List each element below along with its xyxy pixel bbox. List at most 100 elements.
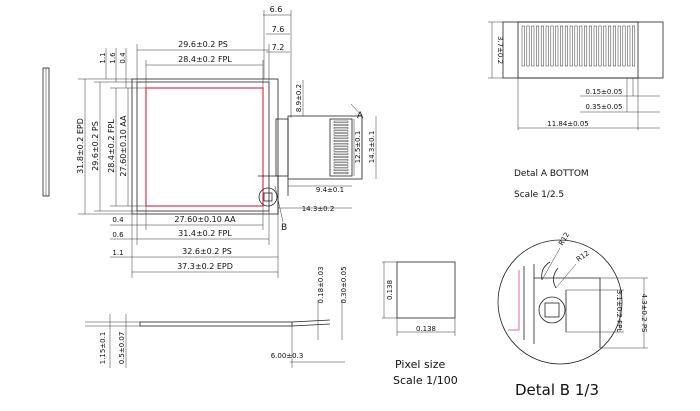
fpc-contacts	[333, 120, 349, 175]
fpc-hole-outer	[258, 187, 278, 207]
detail-a-contact	[588, 25, 592, 67]
detail-a-contact	[555, 25, 559, 67]
detail-a-contact	[574, 25, 578, 67]
detail-b-title: Detal B 1/3	[515, 381, 599, 399]
detail-b-hole-inner	[544, 302, 560, 318]
dim-detail-a-11-84: 11.84±0.05	[547, 120, 589, 128]
dim-left-1-6: 1.6	[109, 52, 117, 64]
fpc-contact	[333, 127, 349, 130]
dim-left-1-1: 1.1	[99, 52, 107, 63]
front-dimensions	[78, 10, 377, 278]
dim-pixel-width: 0.138	[416, 325, 436, 333]
fpc-contacts-frame	[329, 118, 353, 177]
detail-b-circle	[497, 239, 623, 365]
dim-bot-0-6: 0.6	[112, 231, 124, 239]
detail-a-contact	[617, 25, 621, 67]
dimension-text: 6.6 7.6 7.2 29.6±0.2 PS 28.4±0.2 FPL 1.1…	[76, 5, 648, 364]
dim-fpc-12-5: 12.5±0.1	[354, 131, 362, 164]
dim-pixel-height: 0.138	[386, 280, 394, 300]
dim-aa-height: 27.60±0.10 AA	[119, 115, 128, 177]
caption-text: A B Detal A BOTTOM Scale 1/2.5 Pixel siz…	[281, 111, 599, 399]
pixel-size-title: Pixel size	[395, 358, 446, 371]
detail-a-contact	[593, 25, 597, 67]
epd-outline	[131, 78, 279, 215]
fpc-contact	[333, 130, 349, 133]
detail-a-contact	[622, 25, 626, 67]
dim-fpc-6-0: 6.00±0.3	[271, 352, 304, 360]
section-a-marker	[350, 103, 363, 117]
dim-bot-1-1: 1.1	[112, 249, 123, 257]
dim-epd-width: 37.3±0.2 EPD	[177, 262, 233, 271]
dim-left-0-4: 0.4	[119, 52, 127, 64]
marker-a: A	[357, 111, 364, 121]
detail-a-contact	[560, 25, 564, 67]
dim-bot-0-4: 0.4	[112, 216, 124, 224]
fpc-contact	[333, 162, 349, 165]
dim-detail-a-height: 3.7±0.2	[496, 36, 504, 64]
thickness-view	[85, 300, 345, 368]
panel-thickness	[139, 321, 293, 327]
dim-7-2: 7.2	[272, 43, 285, 52]
marker-b: B	[281, 223, 287, 233]
fpc-contact	[333, 123, 349, 127]
dim-epd-height: 31.8±0.2 EPD	[76, 118, 85, 174]
dim-fpl-height: 28.4±0.2 FPL	[107, 119, 116, 173]
left-side-view	[42, 67, 50, 197]
corner-notch	[258, 175, 279, 214]
detail-a-contact	[579, 25, 583, 67]
dim-fpl-width-2: 31.4±0.2 FPL	[178, 229, 232, 238]
detail-a-contact	[531, 25, 535, 67]
dim-detail-a-0-35: 0.35±0.05	[585, 103, 622, 111]
detail-a-contact	[598, 25, 602, 67]
fpc-contact	[333, 133, 349, 136]
fpc-strip-top	[291, 319, 331, 323]
dim-detail-b-r12a: R12	[557, 231, 571, 247]
dim-ps-width: 29.6±0.2 PS	[178, 40, 228, 49]
detail-a-contact	[536, 25, 540, 67]
detail-a-scale: Scale 1/2.5	[514, 190, 564, 200]
fpc-hole-inner	[263, 192, 273, 202]
dim-fpc-14-3b: 14.3±0.2	[302, 205, 335, 213]
fpc-contact	[333, 171, 349, 175]
dim-7-6: 7.6	[272, 25, 285, 34]
fpc-contact	[333, 165, 349, 168]
fpc-contact	[333, 143, 349, 146]
pixel-size-view	[382, 261, 456, 336]
detail-b-active-edge	[508, 270, 520, 331]
dim-ps-height: 29.6±0.2 PS	[91, 121, 100, 171]
detail-b-r12a-arc	[541, 261, 551, 281]
pixel-size-scale: Scale 1/100	[393, 374, 458, 387]
detail-a-contact	[608, 25, 612, 67]
detail-a-contact	[545, 25, 549, 67]
fpc-contact	[333, 152, 349, 155]
fpc-contact	[333, 136, 349, 139]
fpc-contact	[333, 155, 349, 159]
dim-aa-width: 27.60±0.10 AA	[174, 215, 236, 224]
detail-b	[497, 239, 648, 365]
fpc-strip-bot	[291, 323, 331, 327]
front-view	[131, 78, 279, 215]
detail-a-contacts	[521, 25, 636, 67]
detail-a-contact	[612, 25, 616, 67]
dim-thickness-0-18: 0.18±0.03	[317, 266, 325, 303]
section-b-marker	[274, 185, 284, 223]
dim-fpl-width: 28.4±0.2 FPL	[178, 55, 232, 64]
fpc-contact	[333, 146, 349, 149]
detail-a-contact	[603, 25, 607, 67]
fpc-body	[287, 115, 363, 180]
dim-fpc-14-3: 14.3±0.1	[368, 131, 376, 164]
fpc-contact	[333, 159, 349, 162]
dim-side-8-9: 8.9±0.2	[295, 84, 303, 112]
dim-detail-b-3-1: 3.1±0.2 FPL	[615, 290, 623, 333]
detail-a-contact	[540, 25, 544, 67]
detail-a	[488, 21, 664, 130]
dim-detail-a-0-15: 0.15±0.05	[585, 88, 622, 96]
fpc-tail	[275, 115, 363, 196]
dim-detail-b-r12b: R12	[575, 249, 591, 263]
fpc-contact	[333, 120, 349, 123]
detail-a-contact	[584, 25, 588, 67]
detail-a-contact	[627, 25, 631, 67]
dim-side-1-15: 1.15±0.1	[99, 332, 107, 365]
active-area	[145, 87, 264, 207]
